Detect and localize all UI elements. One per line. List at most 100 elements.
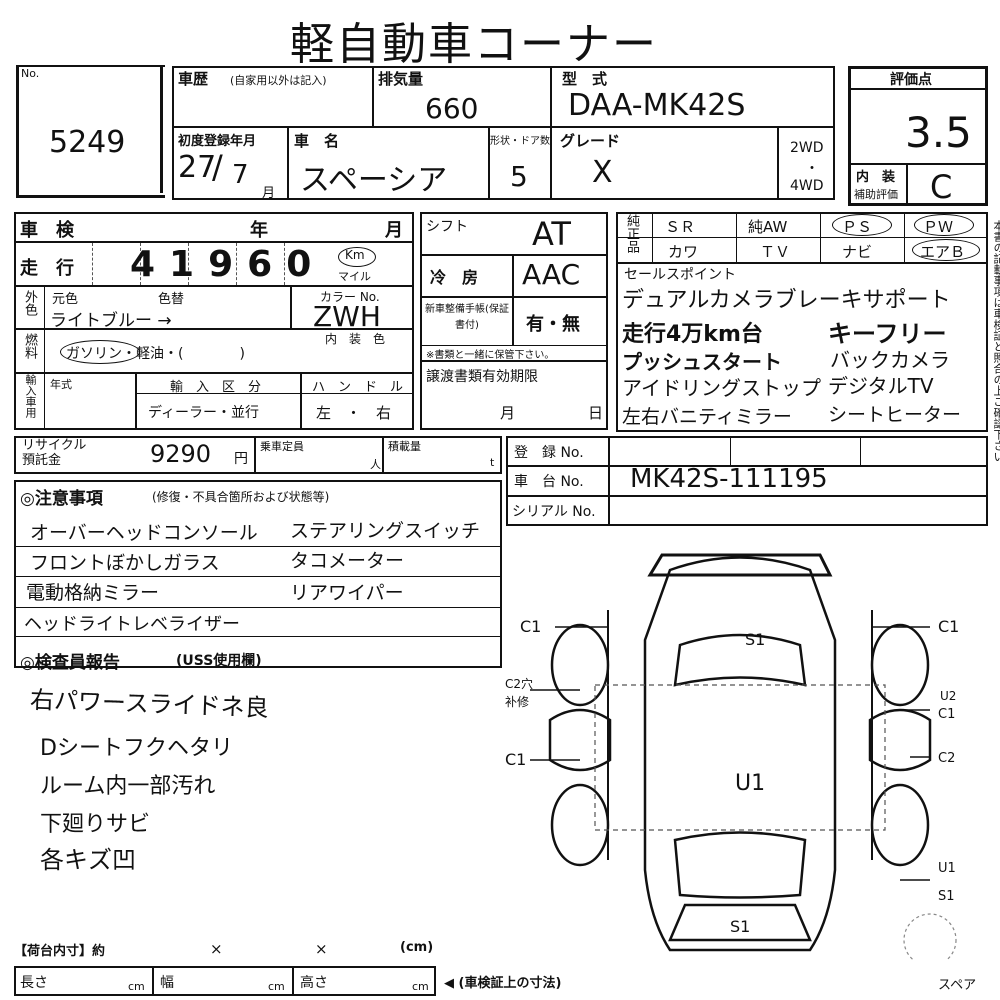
sales-line-2: 走行4万km台: [622, 322, 763, 347]
windshield: [673, 633, 807, 687]
sales-line-3: キーフリー: [828, 320, 947, 348]
note-5: 電動格納ミラー: [26, 582, 160, 604]
car-damage-diagram: C1 C1 S1 C2穴 补修 U2 C1 C1 U1 C2 U1 S1 S1: [505, 553, 959, 960]
import-category-label: 輸 入 区 分: [170, 380, 262, 395]
color-changed-label: 色替: [158, 292, 185, 307]
shift-value: AT: [532, 215, 571, 253]
genuine-navi: ナビ: [842, 243, 873, 261]
cargo-height-unit: cm: [412, 980, 429, 993]
first-reg-label: 初度登録年月: [178, 134, 257, 149]
cargo-x-1: ×: [210, 940, 223, 958]
cargo-length-label: 長さ: [20, 975, 48, 991]
first-reg-slash: /: [212, 148, 223, 186]
inspector-line-5: 各キズ凹: [40, 846, 136, 874]
first-reg-year: 27: [178, 150, 217, 185]
notes-block: [14, 480, 502, 668]
sales-line-4: プッシュスタート: [622, 350, 782, 374]
interior-value: C: [930, 168, 953, 206]
diagram-mark-12: S1: [938, 889, 955, 904]
note-1: オーバーヘッドコンソール: [30, 522, 258, 544]
cargo-cm: (cm): [400, 940, 434, 955]
inspection-label: 車 検: [20, 220, 74, 241]
registration-block: [506, 436, 988, 526]
ac-value: AAC: [522, 258, 581, 291]
diagram-mark-9: U1: [735, 771, 765, 796]
wheel-front-right: [870, 623, 930, 707]
recycle-label: リサイクル預託金: [22, 438, 87, 468]
diagram-mark-1: C1: [520, 617, 541, 636]
car-name-label: 車 名: [294, 132, 340, 150]
drive-4wd: 4WD: [790, 178, 824, 194]
genuine-tv: ＴＶ: [760, 243, 791, 261]
import-label: 輸入車用: [24, 374, 37, 418]
fuel-options: ガソリン・軽油・( ): [66, 346, 245, 362]
ac-label: 冷 房: [430, 268, 479, 287]
inspector-line-4: 下廻りサビ: [40, 812, 151, 837]
docs-month: 月: [500, 404, 516, 422]
lot-no-label: No.: [21, 67, 40, 80]
interior-label: 内 装: [856, 170, 896, 185]
score-box: [848, 66, 988, 206]
displacement-label: 排気量: [378, 70, 424, 88]
wheel-rear-right: [870, 783, 930, 867]
doors-label: 形状・ドア数: [490, 136, 550, 147]
spare-label: スペア: [938, 978, 977, 993]
grade-value: X: [592, 155, 613, 190]
mileage-label: 走 行: [20, 258, 74, 279]
airbag-circle: [912, 239, 980, 261]
history-label: 車歴: [178, 70, 209, 88]
color-orig-label: 元色: [52, 292, 79, 307]
mileage-unit-km: Km: [345, 248, 365, 262]
ps-circle: [832, 214, 892, 236]
load-label: 積載量: [388, 440, 421, 453]
vehicle-info-table: [172, 66, 835, 200]
genuine-pw: ＰＷ: [923, 218, 954, 236]
notes-sub: (修復・不具合箇所および状態等): [152, 490, 330, 504]
car-body-outline: [643, 556, 837, 952]
mileage-unit-mile: マイル: [338, 270, 371, 283]
cargo-label: 【荷台内寸】約: [14, 944, 106, 959]
note-3: フロントぼかしガラス: [30, 552, 220, 574]
diagram-mark-13: S1: [730, 917, 750, 936]
registration-label: 登 録 No.: [514, 445, 584, 461]
cargo-height-label: 高さ: [300, 975, 328, 991]
pw-circle: [914, 214, 974, 236]
inspector-line-1: 右パワースライドネ良: [29, 685, 270, 723]
diagram-mark-7: C1: [938, 707, 955, 722]
note-4: タコメーター: [290, 550, 405, 572]
genuine-airbag: エアＢ: [920, 243, 966, 261]
doors-value: 5: [510, 160, 528, 193]
capacity-unit: 人: [370, 458, 381, 471]
note-6: リアワイパー: [290, 582, 404, 604]
recycle-unit: 円: [234, 451, 248, 467]
color-outer-label: 外色: [22, 290, 37, 316]
fuel-gasoline-circle: [60, 340, 140, 364]
note-2: ステアリングスイッチ: [290, 520, 481, 542]
manual-label: 新車整備手帳(保証書付): [425, 304, 509, 331]
genuine-leather: カワ: [668, 243, 699, 261]
chassis-value: MK42S-111195: [630, 464, 828, 494]
car-name-value: スペーシア: [300, 163, 448, 198]
diagram-mark-3: S1: [745, 630, 765, 649]
color-code-label: カラー No.: [320, 290, 380, 304]
genuine-label: 純正品: [624, 214, 639, 253]
interior-color-label: 内 装 色: [325, 332, 386, 346]
genuine-ps: ＰＳ: [842, 218, 873, 236]
docs-day: 日: [588, 404, 604, 422]
recycle-block: [14, 436, 502, 474]
manual-note: ※書類と一緒に保管下さい。: [426, 350, 555, 361]
genuine-parts-block: [616, 212, 988, 432]
displacement-value: 660: [425, 92, 479, 125]
model-label: 型 式: [562, 70, 608, 88]
inspector-label: ◎検査員報告: [20, 653, 120, 673]
sales-line-7: デジタルTV: [828, 374, 934, 398]
sales-line-6: アイドリングストップ: [622, 376, 821, 400]
sales-line-1: デュアルカメラブレーキサポート: [622, 288, 951, 313]
diagram-mark-6: U2: [940, 689, 956, 703]
score-label: 評価点: [890, 72, 932, 88]
shift-label: シフト: [426, 219, 468, 235]
cargo-x-2: ×: [315, 940, 328, 958]
lot-number-box: No. 5249: [16, 65, 165, 198]
diagram-mark-11: U1: [938, 861, 956, 876]
side-note: 本書の記載事項は車検証と照合の上ご確認下さい: [992, 220, 1000, 462]
